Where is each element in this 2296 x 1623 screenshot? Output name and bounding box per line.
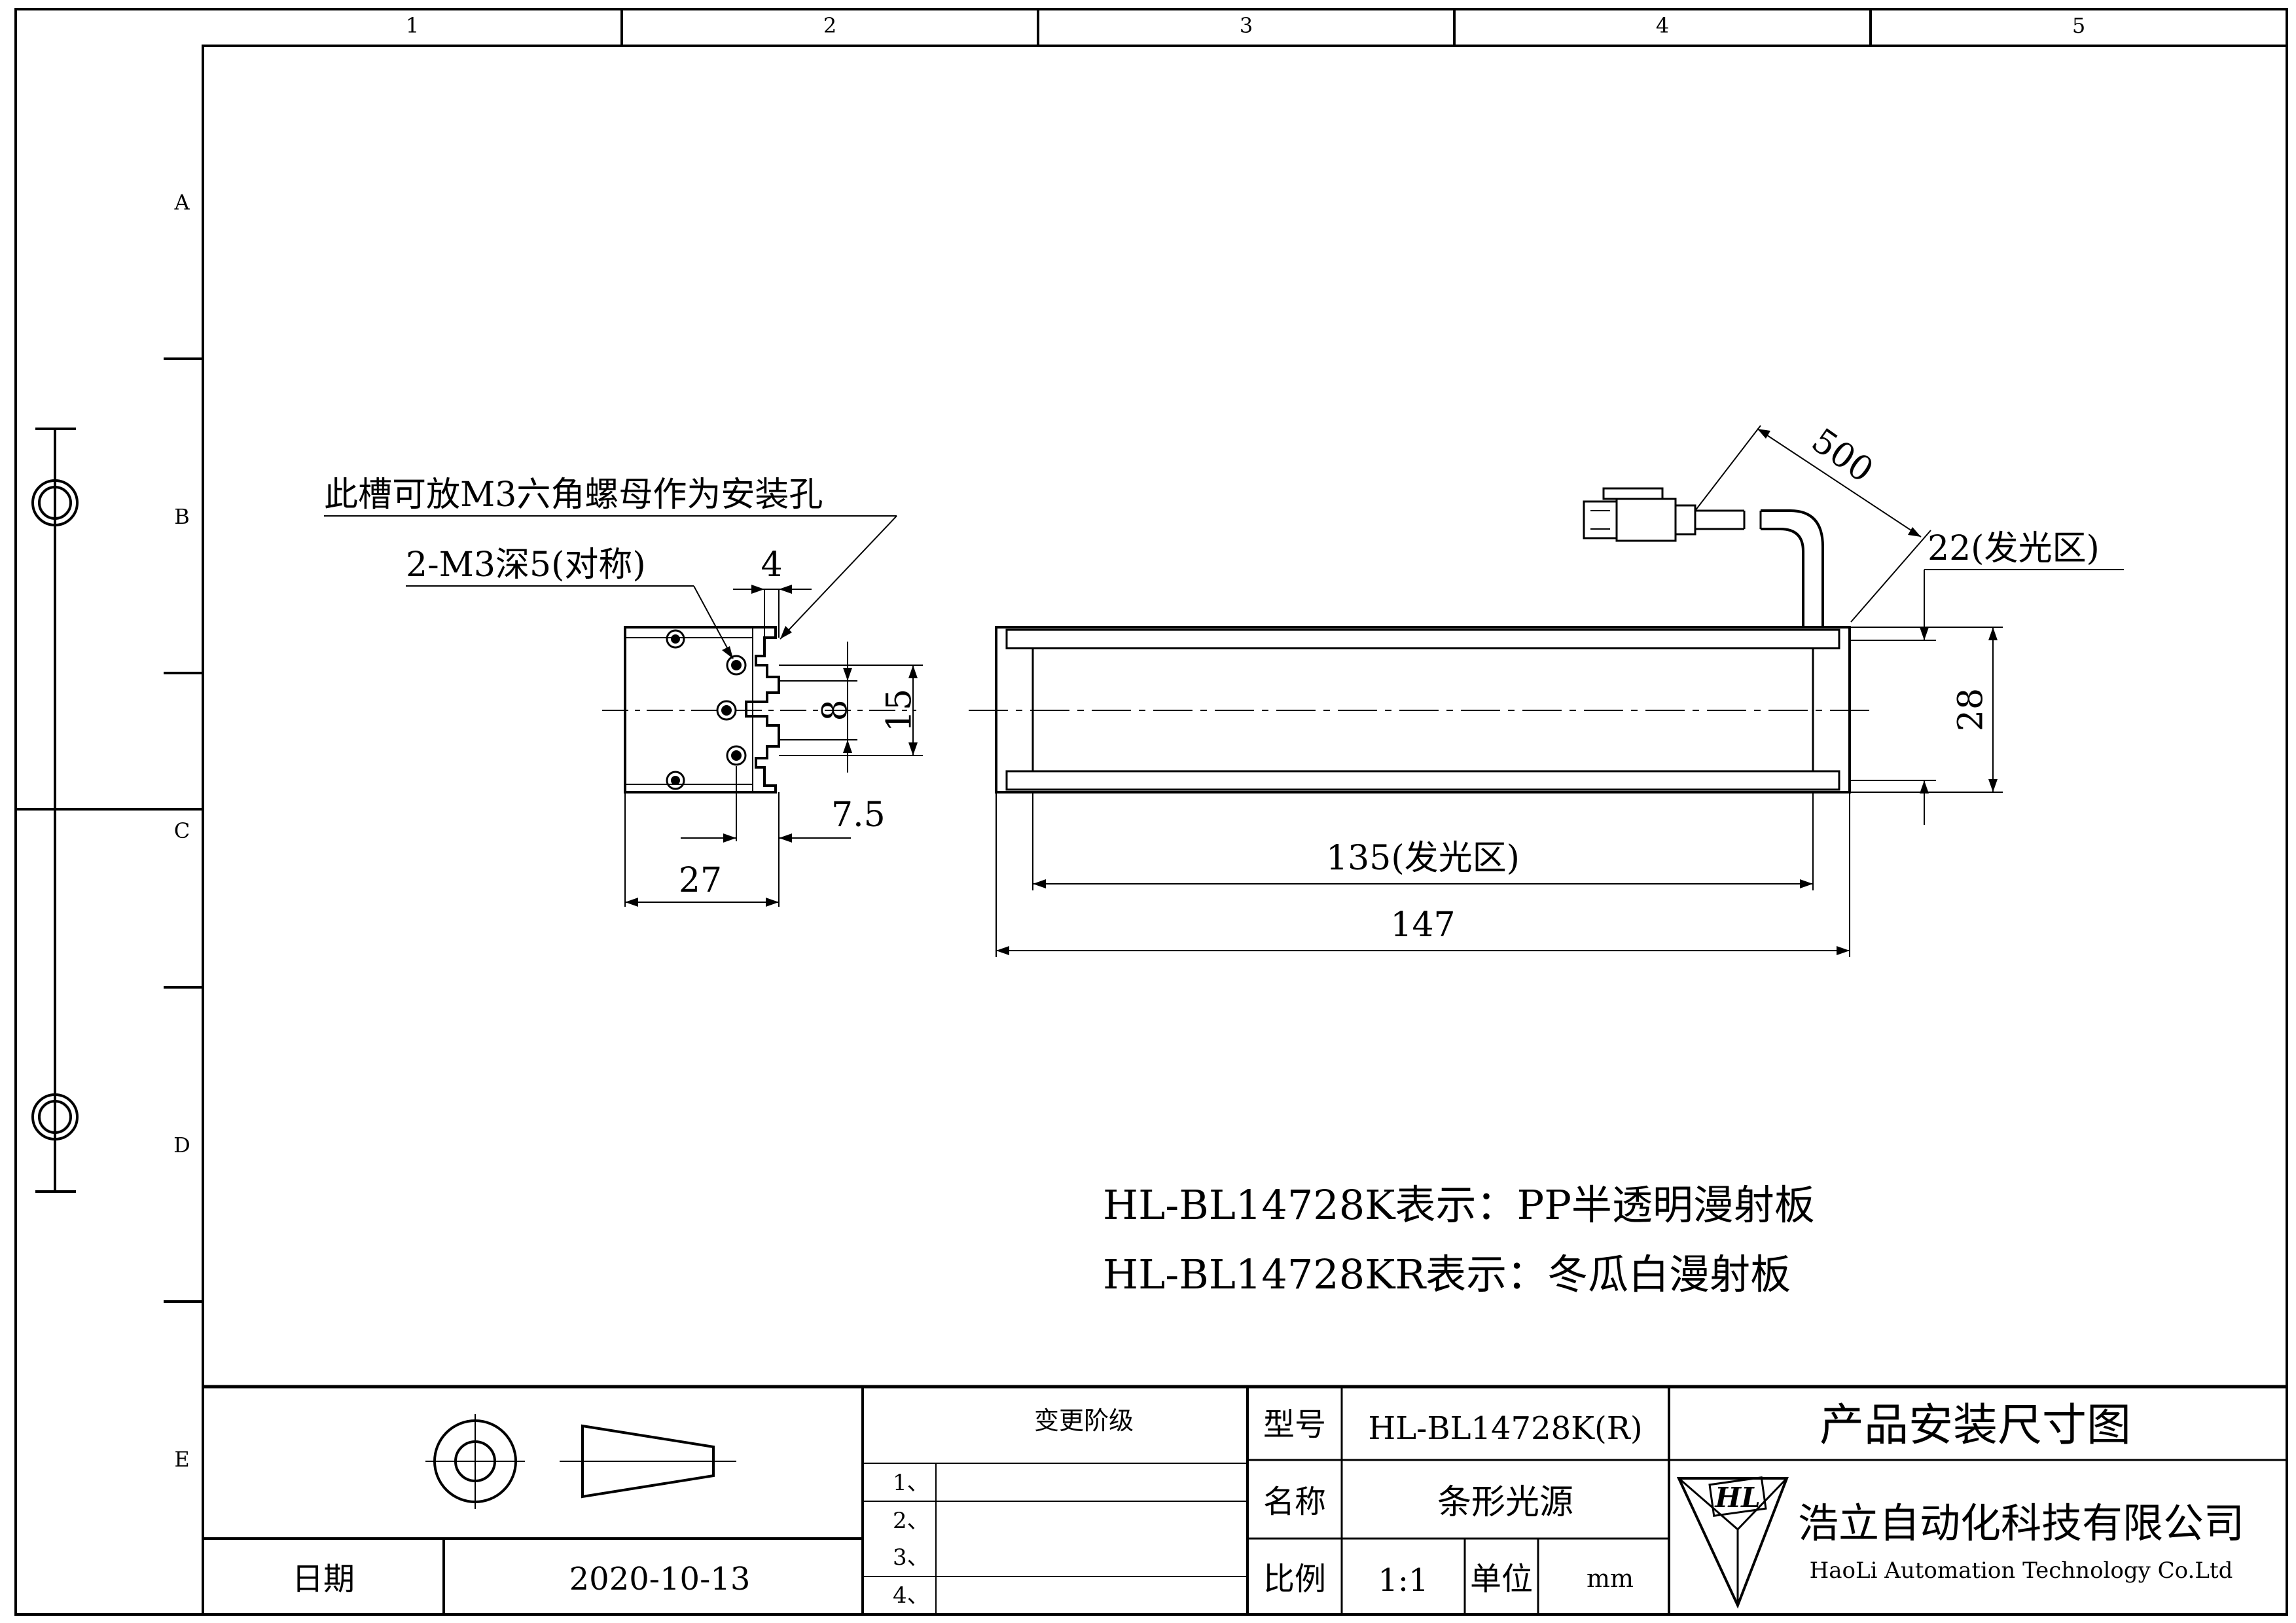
drawing-title: 产品安装尺寸图 bbox=[1820, 1400, 2131, 1451]
date-label: 日期 bbox=[292, 1561, 355, 1597]
model-label: 型号 bbox=[1263, 1406, 1326, 1443]
column-label-1: 1 bbox=[406, 13, 419, 38]
column-label-3: 3 bbox=[1240, 13, 1253, 38]
dim-hole-pitch: 8 bbox=[816, 699, 855, 721]
dim-emit-length: 135(发光区) bbox=[1326, 839, 1520, 878]
unit-value: mm bbox=[1587, 1564, 1634, 1593]
company-name: 浩立自动化科技有限公司 bbox=[1798, 1499, 2244, 1547]
revision-1: 1、 bbox=[893, 1470, 929, 1496]
front-view bbox=[969, 425, 2124, 957]
note-line-2: HL-BL14728KR表示：冬瓜白漫射板 bbox=[1103, 1250, 1791, 1298]
column-label-2: 2 bbox=[823, 13, 836, 38]
row-label-a: A bbox=[173, 190, 190, 215]
side-view-labels: 此槽可放M3六角螺母作为安装孔 2-M3深5(对称) 4 8 15 7.5 27 bbox=[324, 475, 920, 900]
note-slot-nut: 此槽可放M3六角螺母作为安装孔 bbox=[324, 475, 823, 515]
side-view-arrows bbox=[625, 585, 918, 907]
dim-27: 27 bbox=[679, 861, 722, 900]
dim-length: 147 bbox=[1390, 905, 1455, 945]
zone-labels: 1 2 3 4 5 A B C D E bbox=[173, 13, 2085, 1472]
dim-height: 28 bbox=[1952, 688, 1991, 731]
unit-label: 单位 bbox=[1470, 1561, 1533, 1597]
name-label: 名称 bbox=[1263, 1484, 1326, 1520]
dim-cable-length: 500 bbox=[1804, 421, 1880, 490]
company-logo: HL bbox=[1676, 1476, 1789, 1609]
model-value: HL-BL14728K(R) bbox=[1368, 1410, 1642, 1447]
column-label-4: 4 bbox=[1656, 13, 1669, 38]
column-label-5: 5 bbox=[2072, 13, 2085, 38]
title-block bbox=[203, 1385, 2287, 1614]
notes: HL-BL14728K表示：PP半透明漫射板 HL-BL14728KR表示：冬瓜… bbox=[1103, 1181, 1815, 1298]
note-line-1: HL-BL14728K表示：PP半透明漫射板 bbox=[1103, 1181, 1815, 1229]
revision-header: 变更阶级 bbox=[1034, 1406, 1134, 1435]
scale-value: 1:1 bbox=[1378, 1562, 1428, 1599]
row-label-c: C bbox=[174, 818, 190, 843]
front-view-labels: 500 22(发光区) 28 135(发光区) 147 bbox=[1326, 421, 2100, 945]
dim-emit-width: 22(发光区) bbox=[1928, 529, 2100, 568]
dim-15: 15 bbox=[880, 689, 920, 732]
scale-label: 比例 bbox=[1263, 1561, 1326, 1597]
front-view-arrows bbox=[996, 429, 1998, 955]
row-label-e: E bbox=[174, 1447, 189, 1472]
row-label-b: B bbox=[174, 504, 190, 529]
dim-slot-width: 4 bbox=[761, 545, 782, 585]
title-block-text: 变更阶级 1、 2、 3、 4、 日期 2020-10-13 型号 HL-BL1… bbox=[292, 1400, 2244, 1609]
company-english: HaoLi Automation Technology Co.Ltd bbox=[1810, 1558, 2233, 1584]
date-value: 2020-10-13 bbox=[569, 1561, 751, 1597]
row-label-d: D bbox=[173, 1133, 190, 1158]
revision-4: 4、 bbox=[893, 1582, 929, 1609]
dim-7-5: 7.5 bbox=[831, 795, 886, 835]
note-mounting-holes: 2-M3深5(对称) bbox=[406, 545, 646, 585]
drawing-frame bbox=[14, 8, 2288, 1616]
logo-text: HL bbox=[1714, 1482, 1760, 1514]
revision-3: 3、 bbox=[893, 1544, 929, 1571]
revision-2: 2、 bbox=[893, 1508, 929, 1534]
name-value: 条形光源 bbox=[1437, 1483, 1573, 1522]
